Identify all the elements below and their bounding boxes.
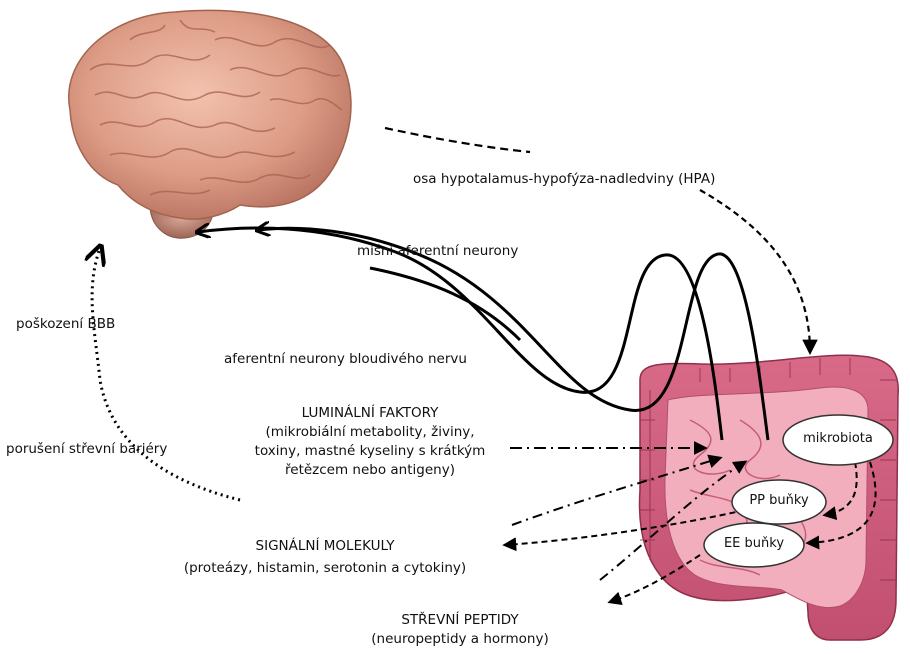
spinal-afferent-label: míšní aferentní neurony xyxy=(357,242,518,260)
hpa-label: osa hypotalamus-hypofýza-nadledviny (HPA… xyxy=(413,170,715,188)
peptide-line-1: (neuropeptidy a hormony) xyxy=(340,630,580,648)
ee-cells-label: EE buňky xyxy=(704,536,804,551)
bbb-damage-label: poškození BBB xyxy=(16,315,115,333)
signal-title: SIGNÁLNÍ MOLEKULY xyxy=(150,537,500,555)
luminal-line-3: řetězcem nebo antigeny) xyxy=(230,461,510,479)
peptide-title: STŘEVNÍ PEPTIDY xyxy=(340,611,580,629)
luminal-line-1: (mikrobiální metabolity, živiny, xyxy=(230,423,510,441)
hpa-dash-upper xyxy=(385,128,530,152)
luminal-line-2: toxiny, mastné kyseliny s krátkým xyxy=(230,442,510,460)
gut-barrier-label: porušení střevní bariéry xyxy=(6,440,167,458)
luminal-title: LUMINÁLNÍ FAKTORY xyxy=(230,404,510,422)
hpa-arrow xyxy=(700,190,810,352)
pp-cells-label: PP buňky xyxy=(732,493,826,508)
barrier-dotted-arrow xyxy=(92,248,240,500)
brain-illustration xyxy=(69,10,351,238)
signal-line-1: (proteázy, histamin, serotonin a cytokin… xyxy=(150,559,500,577)
vagus-afferent-label: aferentní neurony bloudivého nervu xyxy=(224,350,467,368)
microbiota-label: mikrobiota xyxy=(785,431,891,446)
